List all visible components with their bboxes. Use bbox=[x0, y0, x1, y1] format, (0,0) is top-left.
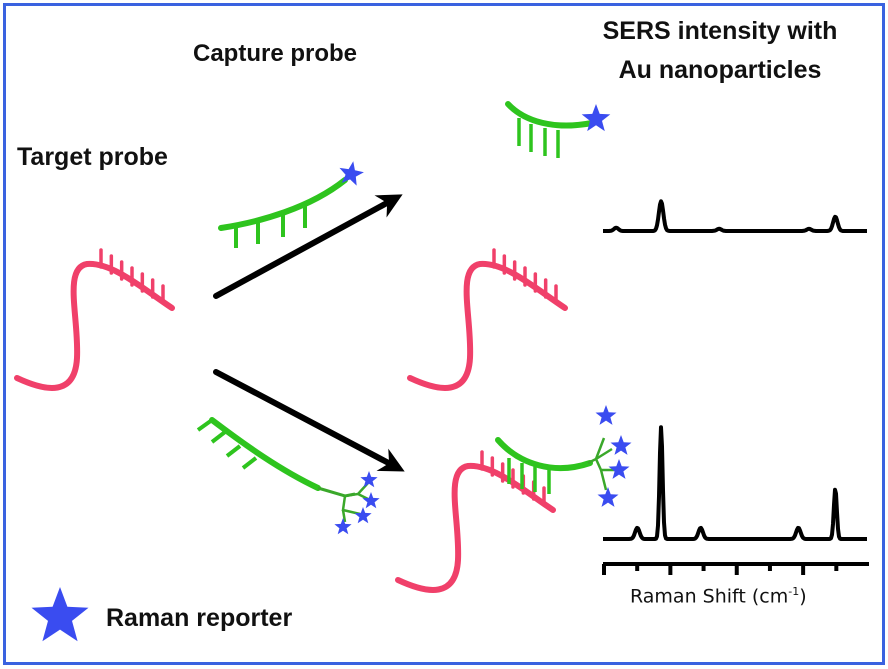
raman-reporter-star-icon bbox=[339, 161, 364, 186]
spectrum-top bbox=[602, 199, 868, 233]
raman-reporter-star-icon bbox=[597, 487, 619, 507]
sers-title: SERS intensity with Au nanoparticles bbox=[560, 12, 880, 90]
legend-star-icon bbox=[31, 587, 89, 642]
capture-probe-branched bbox=[196, 417, 380, 535]
spectrum-axis bbox=[602, 562, 869, 575]
base-tick bbox=[225, 444, 242, 458]
target-probe-left bbox=[14, 248, 175, 391]
spectrum-bottom bbox=[602, 425, 868, 541]
branch bbox=[595, 447, 613, 461]
arrow-top bbox=[213, 194, 403, 299]
capture-strand bbox=[218, 177, 348, 231]
axis-label-superscript: -1 bbox=[788, 585, 800, 598]
raman-reporter-star-icon bbox=[581, 104, 611, 132]
capture-strand bbox=[505, 101, 595, 129]
figure-border bbox=[3, 3, 885, 665]
raman-reporter-star-icon bbox=[608, 459, 630, 479]
axis-label: Raman Shift (cm-1) bbox=[630, 585, 807, 607]
axis-label-text: Raman Shift (cm bbox=[630, 585, 789, 608]
hybrid-complex-single bbox=[407, 101, 611, 391]
raman-reporter-star-icon bbox=[354, 507, 372, 524]
branch bbox=[341, 509, 347, 523]
capture-strand bbox=[209, 417, 321, 491]
base-tick bbox=[210, 430, 227, 444]
branch bbox=[341, 495, 361, 516]
raman-reporter-star-icon bbox=[362, 492, 380, 509]
capture-probe-label: Capture probe bbox=[193, 40, 358, 67]
capture-strand bbox=[495, 437, 593, 472]
target-strand bbox=[395, 462, 556, 593]
hybrid-complex-branched bbox=[395, 405, 632, 593]
capture-probe-single bbox=[218, 161, 364, 248]
base-tick bbox=[241, 456, 258, 470]
raman-reporter-star-icon bbox=[595, 405, 617, 425]
raman-reporter-star-icon bbox=[360, 471, 378, 488]
sers-title-line2: Au nanoparticles bbox=[618, 56, 822, 84]
axis-label-close: ) bbox=[799, 585, 807, 608]
raman-reporter-star-icon bbox=[610, 435, 632, 455]
base-tick bbox=[196, 418, 214, 432]
target-strand bbox=[14, 260, 175, 391]
legend-label: Raman reporter bbox=[106, 604, 293, 632]
raman-reporter-star-icon bbox=[31, 587, 89, 642]
target-strand bbox=[407, 260, 568, 391]
branch bbox=[599, 469, 608, 491]
sers-title-line1: SERS intensity with bbox=[602, 17, 838, 45]
target-probe-label: Target probe bbox=[17, 143, 168, 171]
arrow-bottom bbox=[213, 369, 405, 472]
raman-reporter-star-icon bbox=[334, 518, 352, 535]
